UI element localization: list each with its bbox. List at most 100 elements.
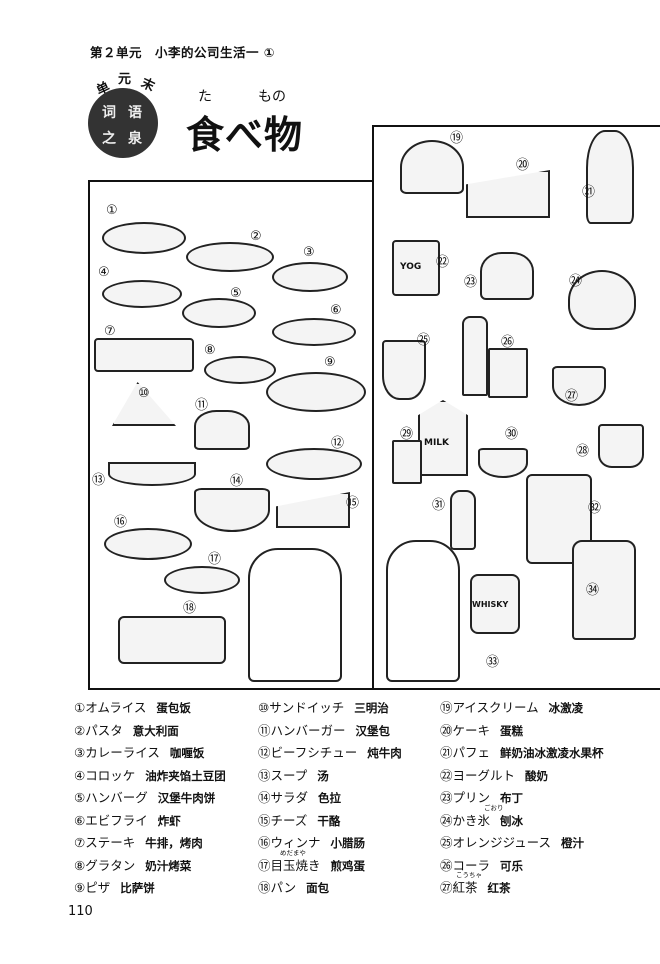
badge-char: 语 <box>128 105 142 121</box>
vocab-cn: 油炸夹馅土豆团 <box>145 768 226 783</box>
item-number: ㉕ <box>417 333 431 348</box>
vocab-column-2: ⑩サンドイッチ三明治 ⑪ハンバーガー汉堡包 ⑫ビーフシチュー炖牛肉 ⑬スープ汤 … <box>258 697 402 900</box>
item-number: ㉗ <box>565 389 579 404</box>
wine-image <box>572 540 636 640</box>
vocab-cn: 可乐 <box>500 858 524 873</box>
gratin-image <box>204 356 276 384</box>
vocab-cn: 蛋糕 <box>500 723 524 738</box>
steak-image <box>94 338 194 372</box>
vocab-item: ⑯ウィンナ小腊肠 <box>258 832 402 855</box>
vocab-cn: 色拉 <box>318 791 342 805</box>
item-number: ⑩ <box>138 386 150 401</box>
fried-shrimp-image <box>272 318 356 346</box>
salad-image <box>194 488 270 532</box>
item-number: ② <box>250 229 262 244</box>
vocab-item: ⑬スープ汤 <box>258 765 402 788</box>
illustration-frame-right <box>372 125 660 690</box>
item-number: ㉙ <box>400 427 414 442</box>
vocab-cn: 咖喱饭 <box>169 746 205 760</box>
badge-circle: 词 语 之 泉 <box>88 88 158 158</box>
vocab-item: ⑳ケーキ蛋糕 <box>440 720 604 743</box>
vocab-jp: ⑧グラタン <box>74 857 136 873</box>
whisky-image: WHISKY <box>470 574 520 634</box>
vocab-jp: ⑩サンドイッチ <box>258 700 345 715</box>
vocab-cn: 比萨饼 <box>120 881 155 895</box>
item-number: ㉑ <box>582 185 596 200</box>
item-number: ⑥ <box>330 303 342 318</box>
orange-juice-image <box>382 340 426 400</box>
curry-rice-image <box>272 262 348 292</box>
vocab-cn: 橙汁 <box>561 836 585 850</box>
vocab-item: ③カレーライス咖喱饭 <box>74 742 226 765</box>
milk-carton-image: MILK <box>418 400 468 476</box>
item-number: ① <box>106 203 118 218</box>
unit-header: 第２单元 小李的公司生活一 ① <box>90 45 275 60</box>
vocab-item: ①オムライス蛋包饭 <box>74 697 226 720</box>
item-number: ⑦ <box>104 324 116 339</box>
page-number: 110 <box>68 904 93 919</box>
vocab-item: ⑤ハンバーグ汉堡牛肉饼 <box>74 787 226 810</box>
vocab-jp: ⑦ステーキ <box>74 835 136 850</box>
item-number: ⑲ <box>450 131 464 146</box>
item-number: ⑧ <box>204 343 216 358</box>
whisky-label: WHISKY <box>472 600 509 609</box>
item-number: ④ <box>98 265 110 280</box>
hamburger-image <box>194 410 250 450</box>
vocab-jp: ④コロッケ <box>74 767 136 783</box>
sake-bottle-image <box>450 490 476 550</box>
vocab-item: ⑲アイスクリーム冰激凌 <box>440 697 604 720</box>
item-number: ⑱ <box>183 601 197 616</box>
vocab-cn: 三明治 <box>354 701 389 715</box>
vocab-cn: 炸虾 <box>157 813 181 828</box>
vocab-item: ㉕オレンジジュース橙汁 <box>440 832 604 855</box>
item-number: ㉒ <box>436 255 450 270</box>
illustration-frame-left <box>88 180 372 690</box>
vocab-jp: ⑮チーズ <box>258 812 308 828</box>
beef-stew-image <box>266 448 362 480</box>
vocab-ruby: めだまや <box>280 848 306 857</box>
hamburg-steak-image <box>182 298 256 328</box>
vocab-cn: 布丁 <box>500 791 524 805</box>
vocab-cn: 酸奶 <box>525 768 549 783</box>
vocab-jp: ㉔かき氷 <box>440 812 491 828</box>
vocab-item: ④コロッケ油炸夹馅土豆团 <box>74 765 226 788</box>
badge-arc-char: 末 <box>138 75 157 95</box>
vocab-jp: ⑨ピザ <box>74 880 111 895</box>
vocab-jp: ㉖コーラ <box>440 857 491 873</box>
vocab-item: ⑱パン面包 <box>258 877 402 900</box>
badge-char: 之 <box>102 131 116 147</box>
vocab-item: ㉖コーラ可乐 <box>440 855 604 878</box>
item-number: ⑤ <box>230 286 242 301</box>
item-number: ⑫ <box>331 436 345 451</box>
item-number: ㉝ <box>486 655 500 670</box>
vocab-column-3: ⑲アイスクリーム冰激凌 ⑳ケーキ蛋糕 ㉑パフェ鲜奶油冰激凌水果杯 ㉒ヨーグルト酸… <box>440 697 604 900</box>
vocab-jp: ⑬スープ <box>258 767 308 783</box>
vocab-cn: 奶汁烤菜 <box>145 858 192 873</box>
tea-cup-image <box>552 366 606 406</box>
vocab-cn: 刨冰 <box>500 813 524 828</box>
vocab-jp: ⑥エビフライ <box>74 812 148 828</box>
vocab-item: ⑫ビーフシチュー炖牛肉 <box>258 742 402 765</box>
parfait-image <box>586 130 634 224</box>
vocab-cn: 干酪 <box>317 813 341 828</box>
vocab-item: ㉑パフェ鲜奶油冰激凌水果杯 <box>440 742 604 765</box>
vocab-item: ⑧グラタン奶汁烤菜 <box>74 855 226 878</box>
soup-image <box>108 462 196 486</box>
vocab-item: ⑨ピザ比萨饼 <box>74 877 226 900</box>
item-number: ⑳ <box>516 158 530 173</box>
item-number: ⑰ <box>208 552 222 567</box>
vocab-jp: ㉑パフェ <box>440 745 491 760</box>
vocab-jp: ②パスタ <box>74 722 123 738</box>
item-number: ㉜ <box>588 501 602 516</box>
cola-glass-image <box>488 348 528 398</box>
vocab-cn: 汤 <box>317 768 329 783</box>
badge-char: 泉 <box>128 131 142 147</box>
item-number: ⑨ <box>324 355 336 370</box>
vocab-cn: 鲜奶油冰激凌水果杯 <box>500 746 604 760</box>
milk-glass-image <box>392 440 422 484</box>
vocab-item: ㉓プリン布丁 <box>440 787 604 810</box>
yogurt-image: YOG <box>392 240 440 296</box>
item-number: ㉞ <box>586 583 600 598</box>
vocab-jp: ⑲アイスクリーム <box>440 700 539 715</box>
